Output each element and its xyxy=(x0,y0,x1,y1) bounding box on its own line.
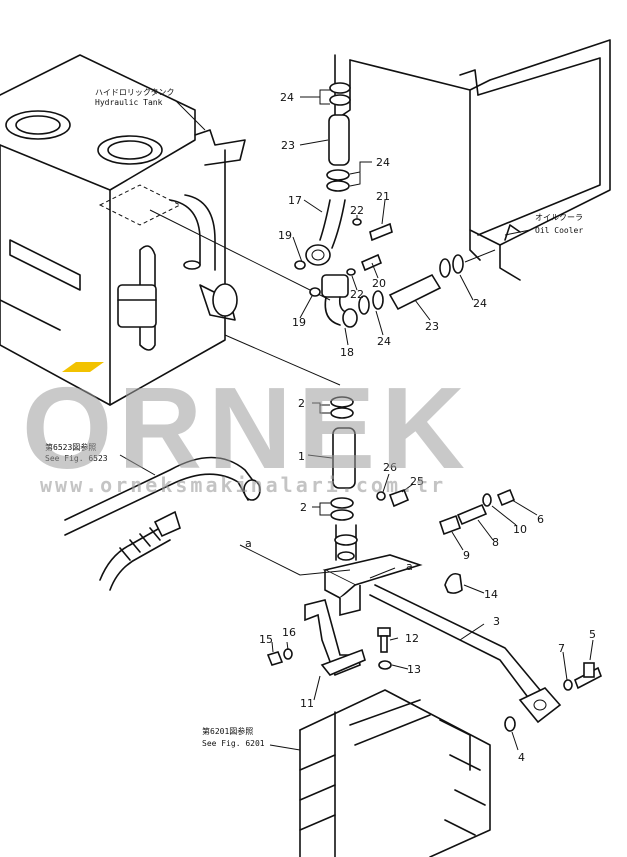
upper-pipe-assembly xyxy=(294,82,496,328)
watermark: ORNEK www.orneksmakinalari.com.tr xyxy=(22,362,471,497)
callout-25: 25 xyxy=(410,475,424,488)
control-valve xyxy=(299,689,491,857)
callout-18: 18 xyxy=(340,346,354,359)
label-see-6201-en: See Fig. 6201 xyxy=(202,739,265,748)
callout-22: 22 xyxy=(350,204,364,217)
label-oil-cooler-en: Oil Cooler xyxy=(535,226,583,235)
callout-21: 20 xyxy=(372,277,386,290)
hydraulic-tank xyxy=(0,54,341,406)
callout-23: 23 xyxy=(425,320,439,333)
callout-11: 11 xyxy=(300,697,314,710)
label-see-6201-jp: 第6201図参照 xyxy=(202,726,253,736)
oil-cooler xyxy=(334,39,611,281)
callout-13: 13 xyxy=(407,663,421,676)
label-hydraulic-tank-jp: ハイドロリックタンク xyxy=(95,88,175,97)
callout-15: 15 xyxy=(259,633,273,646)
ref-a-left: a xyxy=(245,537,252,550)
callout-16: 16 xyxy=(282,626,296,639)
callout-5: 5 xyxy=(589,628,596,641)
callout-numbers: 24 23 24 17 21 22 19 20 22 19 18 24 23 2… xyxy=(245,91,596,764)
callout-8: 8 xyxy=(492,536,499,549)
callout-26: 26 xyxy=(383,461,397,474)
callout-24: 24 xyxy=(377,335,391,348)
watermark-brand: ORNEK xyxy=(22,363,471,493)
callout-23: 23 xyxy=(281,139,295,152)
callout-4: 4 xyxy=(518,751,525,764)
callout-1: 1 xyxy=(298,450,305,463)
center-pipe xyxy=(330,396,358,561)
callout-19: 19 xyxy=(278,229,292,242)
callout-22: 22 xyxy=(350,288,364,301)
callout-17: 17 xyxy=(288,194,302,207)
block-and-tube xyxy=(239,488,602,732)
callout-24: 24 xyxy=(376,156,390,169)
label-see-6523-en: See Fig. 6523 xyxy=(45,454,108,463)
callout-20: 21 xyxy=(376,190,390,203)
watermark-url: www.orneksmakinalari.com.tr xyxy=(40,473,446,497)
callout-7: 6 xyxy=(537,513,544,526)
label-oil-cooler-jp: オイルクーラ xyxy=(535,213,583,222)
callout-6: 7 xyxy=(558,642,565,655)
label-hydraulic-tank-en: Hydraulic Tank xyxy=(95,98,163,107)
callout-2: 2 xyxy=(298,397,305,410)
ref-a-right: a xyxy=(406,560,413,573)
callout-12: 12 xyxy=(405,632,419,645)
callout-24: 24 xyxy=(473,297,487,310)
callout-2: 2 xyxy=(300,501,307,514)
callout-14: 14 xyxy=(484,588,498,601)
callout-19: 19 xyxy=(292,316,306,329)
suction-hoses xyxy=(64,456,261,591)
callout-9: 9 xyxy=(463,549,470,562)
watermark-accent-mark xyxy=(62,362,104,372)
callout-10: 10 xyxy=(513,523,527,536)
reference-labels: ハイドロリックタンク Hydraulic Tank オイルクーラ Oil Coo… xyxy=(45,88,583,748)
callout-3: 3 xyxy=(493,615,500,628)
leader-lines xyxy=(119,89,594,751)
callout-24: 24 xyxy=(280,91,294,104)
label-see-6523-jp: 第6523図参照 xyxy=(45,442,96,452)
